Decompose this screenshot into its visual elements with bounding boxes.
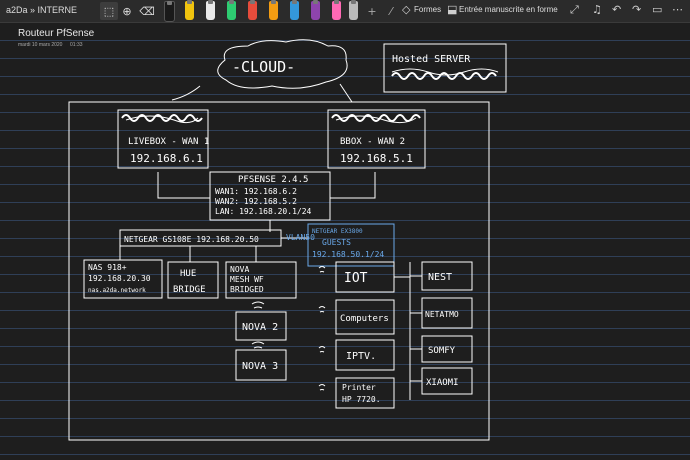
printer-box <box>335 377 395 409</box>
page-title: Routeur PfSense <box>18 28 95 39</box>
green-pen-icon[interactable] <box>227 0 236 20</box>
nas-ip: 192.168.20.30 <box>88 274 151 283</box>
printer-model: HP 7720. <box>342 395 381 404</box>
nova3-box <box>235 349 287 381</box>
red-pen-icon[interactable] <box>248 0 257 20</box>
yellow-pen-icon[interactable] <box>185 0 194 20</box>
add-space-icon[interactable]: ⊕ <box>122 4 132 18</box>
livebox-ip: 192.168.6.1 <box>130 152 203 165</box>
nova-mesh-box <box>225 261 297 299</box>
xiaomi-label: XIAOMI <box>426 378 459 388</box>
nest-label: NEST <box>428 272 452 283</box>
gray-pen-icon[interactable] <box>349 0 358 20</box>
guests-box <box>307 223 395 267</box>
bbox-ip: 192.168.5.1 <box>340 152 413 165</box>
white-pen-icon[interactable] <box>206 0 215 20</box>
netgear-label: NETGEAR GS108E 192.168.20.50 <box>124 235 259 244</box>
nova2-label: NOVA 2 <box>242 322 278 333</box>
redacted-scribble <box>391 72 497 80</box>
more-options-icon[interactable]: ⋯ <box>672 3 683 16</box>
bbox-label: BBOX - WAN 2 <box>340 137 405 147</box>
computers-box <box>335 299 395 335</box>
nova-mesh-sub: MESH WF <box>230 275 264 284</box>
purple-pen-icon[interactable] <box>311 0 320 20</box>
ruler-icon[interactable]: ⁄ <box>390 4 392 18</box>
redacted-scribble <box>331 114 421 122</box>
hue-bridge-label: BRIDGE <box>173 285 206 295</box>
ink-to-shape-button[interactable]: Entrée manuscrite en forme <box>459 5 558 14</box>
iptv-label: IPTV. <box>346 351 376 362</box>
cloud-label: -CLOUD- <box>232 58 295 76</box>
hue-label: HUE <box>180 269 196 279</box>
ink-to-shape-icon[interactable]: ⬓ <box>447 3 458 16</box>
guests-model: NETGEAR EX3800 <box>312 228 363 235</box>
lasso-select-icon[interactable]: ⬚ <box>100 2 118 20</box>
page-date: mardi 10 mars 2020 <box>18 42 63 48</box>
page-time: 01:33 <box>70 42 83 48</box>
shapes-icon[interactable]: ◇ <box>402 3 411 16</box>
bbox-box <box>327 109 426 169</box>
clipboard-icon[interactable]: ▭ <box>652 3 663 16</box>
redo-icon[interactable]: ↷ <box>632 3 642 16</box>
livebox-box <box>117 109 209 169</box>
nova-mesh-bridged: BRIDGED <box>230 285 264 294</box>
pfsense-title: PFSENSE 2.4.5 <box>238 175 308 185</box>
computers-label: Computers <box>340 314 389 324</box>
hosted-server-box <box>383 43 507 93</box>
somfy-label: SOMFY <box>428 346 456 356</box>
guests-title: GUESTS <box>322 238 351 247</box>
nas-domain: nas.a2da.network <box>88 287 146 294</box>
network-frame <box>68 101 490 441</box>
pfsense-wan1: WAN1: 192.168.6.2 <box>215 187 297 196</box>
pink-pen-icon[interactable] <box>332 0 341 20</box>
iot-label: IOT <box>344 271 368 286</box>
formes-button[interactable]: Formes <box>414 5 442 14</box>
blue-pen-icon[interactable] <box>290 0 299 20</box>
nova-mesh-title: NOVA <box>230 265 249 274</box>
pfsense-wan2: WAN2: 192.168.5.2 <box>215 197 297 206</box>
guests-ip: 192.168.50.1/24 <box>312 250 384 259</box>
toolbar: a2Da » INTERNE ⬚ ⊕ ⌫ + ⁄ ◇ Formes ⬓ Entr… <box>0 0 690 23</box>
printer-label: Printer <box>342 383 376 392</box>
livebox-label: LIVEBOX - WAN 1 <box>128 137 209 147</box>
hue-bridge-box <box>167 261 219 299</box>
iptv-box <box>335 339 395 371</box>
add-pen-icon[interactable]: + <box>367 4 377 18</box>
ruled-page-background <box>0 23 690 460</box>
nas-box <box>83 259 163 299</box>
bell-icon[interactable]: ♫ <box>592 3 602 16</box>
vlan-label: VLAN50 <box>286 233 315 242</box>
orange-pen-icon[interactable] <box>269 0 278 20</box>
nova3-label: NOVA 3 <box>242 361 278 372</box>
undo-icon[interactable]: ↶ <box>612 3 622 16</box>
black-pen-icon[interactable] <box>164 1 175 22</box>
breadcrumb[interactable]: a2Da » INTERNE <box>6 5 78 15</box>
pfsense-lan: LAN: 192.168.20.1/24 <box>215 207 312 216</box>
nova2-box <box>235 311 287 341</box>
redacted-scribble <box>121 114 203 122</box>
hosted-server-label: Hosted SERVER <box>392 54 471 65</box>
netatmo-label: NETATMO <box>425 310 459 319</box>
ink-to-text-icon[interactable]: ⤢ <box>570 3 579 16</box>
nas-model: NAS 918+ <box>88 263 127 272</box>
cloud-shape <box>217 39 348 89</box>
eraser-icon[interactable]: ⌫ <box>139 4 155 18</box>
